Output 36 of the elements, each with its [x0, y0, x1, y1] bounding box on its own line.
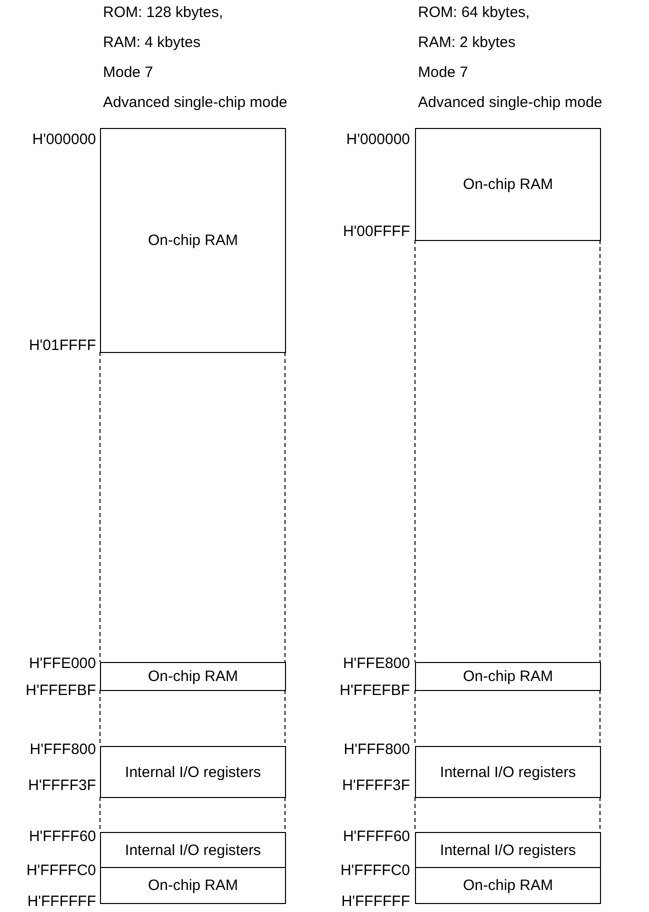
address-label: H'FFFF3F: [342, 777, 410, 794]
address-label: H'000000: [346, 131, 410, 148]
address-label: H'FFFF3F: [28, 777, 96, 794]
address-label: H'FFFFFF: [27, 893, 96, 910]
memory-region: On-chip RAM: [100, 867, 286, 904]
memory-region: On-chip RAM: [415, 128, 601, 241]
memory-region: On-chip RAM: [100, 128, 286, 353]
column-heading: Mode 7: [418, 64, 468, 81]
address-label: H'01FFFF: [28, 337, 96, 354]
memory-region: On-chip RAM: [415, 662, 601, 691]
memory-region: Internal I/O registers: [100, 832, 286, 868]
column-heading: RAM: 2 kbytes: [418, 34, 516, 51]
memory-region: Internal I/O registers: [415, 746, 601, 798]
address-label: H'FFF800: [344, 741, 410, 758]
address-label: H'FFE000: [28, 655, 96, 672]
column-heading: Advanced single-chip mode: [103, 94, 288, 111]
column-heading: ROM: 64 kbytes,: [418, 4, 530, 21]
address-label: H'FFFF60: [28, 828, 96, 845]
address-label: H'FFE800: [342, 655, 410, 672]
address-label: H'FFEFBF: [26, 682, 96, 699]
memory-region: Internal I/O registers: [415, 832, 601, 868]
memory-region: Internal I/O registers: [100, 746, 286, 798]
address-label: H'000000: [32, 131, 96, 148]
memory-region: On-chip RAM: [415, 867, 601, 904]
column-heading: RAM: 4 kbytes: [103, 34, 201, 51]
memory-region: On-chip RAM: [100, 662, 286, 691]
address-label: H'FFEFBF: [340, 682, 410, 699]
address-label: H'FFFFFF: [341, 893, 410, 910]
column-heading: Mode 7: [103, 64, 154, 81]
address-label: H'00FFFF: [342, 223, 410, 240]
address-label: H'FFFFC0: [26, 862, 96, 879]
column-heading: ROM: 128 kbytes,: [103, 4, 224, 21]
address-label: H'FFF800: [30, 741, 96, 758]
address-label: H'FFFF60: [342, 828, 410, 845]
address-label: H'FFFFC0: [340, 862, 410, 879]
column-heading: Advanced single-chip mode: [418, 94, 602, 111]
